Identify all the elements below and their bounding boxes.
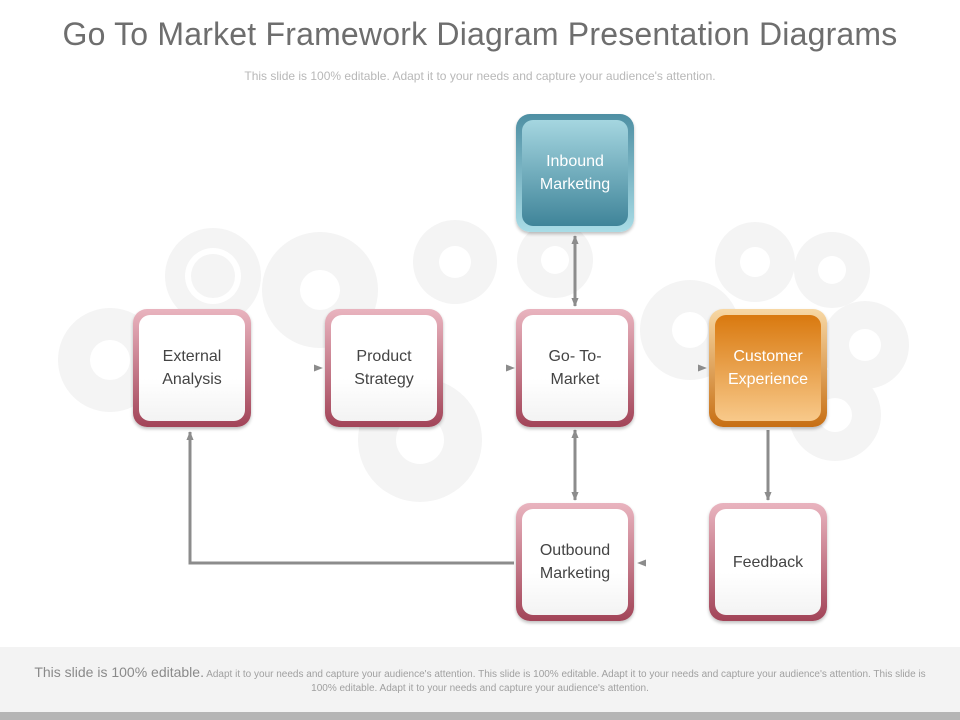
node-label-line: Customer [733,348,803,365]
gear-icon [165,228,261,324]
node-feedback[interactable]: Feedback [709,503,827,621]
node-label-line: Marketing [539,565,611,582]
gear-icon [821,301,909,389]
node-label-line: Product [356,348,412,365]
footer-text: This slide is 100% editable. Adapt it to… [30,665,930,696]
node-label-line: Feedback [732,553,804,571]
node-label-line: Market [550,371,600,388]
node-label-line: Inbound [546,153,604,170]
gear-icon [517,222,593,298]
node-label-line: Strategy [354,371,414,388]
node-go-to-market[interactable]: Go- To- Market [516,309,634,427]
node-go-to-market-label: Go- To- Market [522,315,628,421]
bottom-bar [0,712,960,720]
node-label-line: Go- To- [548,348,602,365]
node-label-line: Analysis [162,371,222,388]
node-label-line: Marketing [539,176,611,193]
node-label-line: External [162,348,222,365]
node-label-line: Outbound [539,542,611,559]
footer-body: Adapt it to your needs and capture your … [206,669,926,694]
footer-lead: This slide is 100% editable. [34,664,204,680]
gear-icon [715,222,795,302]
footer-panel: This slide is 100% editable. Adapt it to… [0,647,960,712]
gear-icon [794,232,870,308]
gear-icon [413,220,497,304]
connectors [186,235,772,567]
slide-title: Go To Market Framework Diagram Presentat… [62,16,898,52]
node-feedback-label: Feedback [715,509,821,615]
node-label-line: Experience [727,371,809,388]
slide-subtitle: This slide is 100% editable. Adapt it to… [244,69,716,83]
